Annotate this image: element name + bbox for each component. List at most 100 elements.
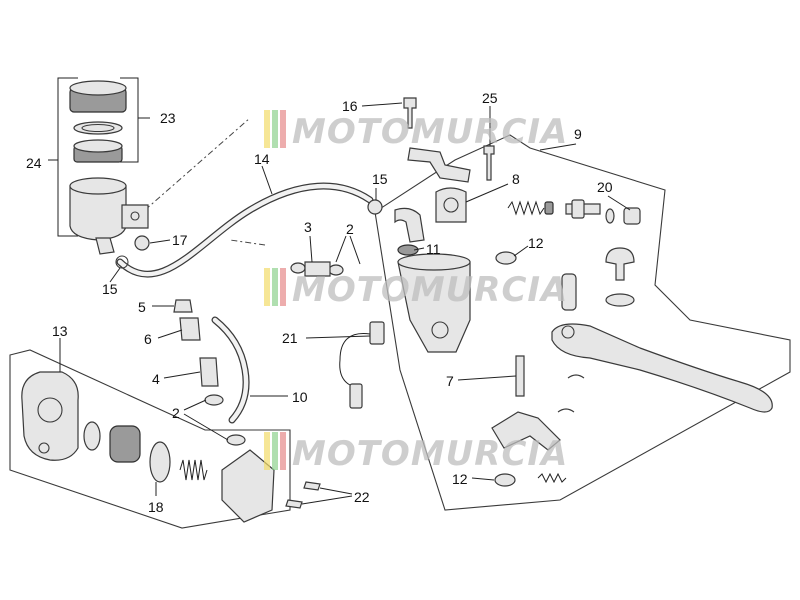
callout-8: 8 xyxy=(512,171,520,187)
lever-pin xyxy=(561,273,577,311)
reservoir-hose-inner xyxy=(117,183,373,277)
callout-11: 11 xyxy=(426,241,441,257)
piston-seal xyxy=(544,201,554,215)
callout-16: 16 xyxy=(342,98,358,114)
callout-9: 9 xyxy=(574,126,582,142)
leader-22 xyxy=(301,487,353,505)
bracket-25 xyxy=(407,147,471,183)
master-cylinder-pivot xyxy=(431,321,449,339)
callout-17: 17 xyxy=(172,232,188,248)
callout-23: 23 xyxy=(160,110,176,126)
seal-18 xyxy=(149,441,171,483)
callout-22: 22 xyxy=(354,489,370,505)
switch-connector xyxy=(349,383,363,409)
callout-24: 24 xyxy=(26,155,42,171)
dust-boot-20 xyxy=(623,207,641,225)
seal-ring xyxy=(83,421,101,451)
copper-washer-2b xyxy=(226,434,246,446)
bracket-23 xyxy=(120,77,150,163)
switch-body-21 xyxy=(369,321,385,345)
leader-2-left xyxy=(183,399,229,441)
piston-cap xyxy=(571,199,585,219)
callout-14: 14 xyxy=(254,151,270,167)
watermark-stripe-red xyxy=(280,268,286,306)
slave-cylinder-outline xyxy=(9,349,291,529)
slave-cylinder-body-13 xyxy=(21,371,79,461)
pipe-dash-line xyxy=(229,239,266,246)
watermark-text: MOTOMURCIA xyxy=(292,270,568,310)
hose-clamp-17 xyxy=(134,235,150,251)
master-cylinder xyxy=(397,187,641,353)
watermark-text: MOTOMURCIA xyxy=(292,434,568,474)
clutch-line-10-inner xyxy=(212,317,249,423)
spring-18 xyxy=(179,459,208,481)
banjo-bolt-6 xyxy=(179,317,201,341)
reservoir-gasket xyxy=(73,121,123,135)
leader-2-top xyxy=(335,235,361,265)
reservoir-bracket xyxy=(121,204,149,229)
callout-6: 6 xyxy=(144,331,152,347)
copper-washer-2a xyxy=(204,394,224,406)
watermark-stripe-red xyxy=(280,110,286,148)
banjo-fitting-11 xyxy=(394,207,425,243)
clutch-switch xyxy=(339,321,385,409)
nut-12-lower xyxy=(494,473,516,487)
reservoir-hose xyxy=(115,182,425,278)
reservoir-outlet xyxy=(95,237,115,255)
banjo-bolt-4 xyxy=(199,357,219,387)
callout-20: 20 xyxy=(597,179,613,195)
lever-washer xyxy=(605,293,635,307)
leader-12-upper xyxy=(513,245,529,257)
master-cylinder-top xyxy=(397,253,471,271)
callout-13: 13 xyxy=(52,323,68,339)
leader-15-left xyxy=(109,267,121,283)
clutch-line xyxy=(173,261,344,446)
piston-spring xyxy=(507,200,545,216)
leader-12-lower xyxy=(471,477,495,481)
watermark-stripe-green xyxy=(272,110,278,148)
piston-18 xyxy=(109,425,141,463)
callout-18: 18 xyxy=(148,499,164,515)
lever-adjuster xyxy=(605,247,635,281)
bleed-nipple-5 xyxy=(173,299,193,313)
switch-wire xyxy=(339,333,371,387)
slave-cylinder xyxy=(21,371,321,523)
leader-20 xyxy=(607,195,631,211)
o-ring-11 xyxy=(397,244,419,256)
leader-21 xyxy=(305,335,371,339)
screw-25 xyxy=(483,145,495,181)
watermarks: MOTOMURCIA MOTOMURCIA MOTOMURCIA xyxy=(264,110,568,474)
leader-17 xyxy=(149,239,171,244)
watermark-stripe-red xyxy=(280,432,286,470)
callout-7: 7 xyxy=(446,373,454,389)
watermark-text: MOTOMURCIA xyxy=(292,112,568,152)
circlip-bottom xyxy=(557,408,575,413)
reservoir-diaphragm-top xyxy=(73,139,123,153)
watermark-stripe-green xyxy=(272,268,278,306)
leader-14 xyxy=(261,165,273,195)
leader-11 xyxy=(413,247,425,251)
watermark-stripe-yellow xyxy=(264,110,270,148)
switch-bracket xyxy=(491,251,567,487)
callout-15-left: 15 xyxy=(102,281,118,297)
callout-12-lower: 12 xyxy=(452,471,468,487)
group-outlines xyxy=(9,117,791,529)
bracket-7 xyxy=(491,411,561,451)
master-cylinder-clamp xyxy=(435,187,467,223)
nut-12-upper xyxy=(495,251,517,265)
reservoir-gasket-hole xyxy=(81,123,115,133)
leader-7 xyxy=(457,375,517,381)
circlip-top xyxy=(567,374,585,379)
clutch-lever xyxy=(551,247,773,413)
callout-15-top: 15 xyxy=(372,171,388,187)
banjo-bolt-3 xyxy=(304,261,331,277)
fluid-reservoir xyxy=(48,77,150,255)
reservoir-dash-line xyxy=(144,117,251,211)
callout-4: 4 xyxy=(152,371,160,387)
callouts: 16 25 9 8 20 23 24 14 15 17 15 3 2 11 12… xyxy=(26,90,613,515)
watermark-logo-bottom: MOTOMURCIA xyxy=(264,432,568,474)
spring-lower xyxy=(537,472,567,484)
leader-6 xyxy=(157,329,183,339)
leader-8 xyxy=(465,183,509,203)
